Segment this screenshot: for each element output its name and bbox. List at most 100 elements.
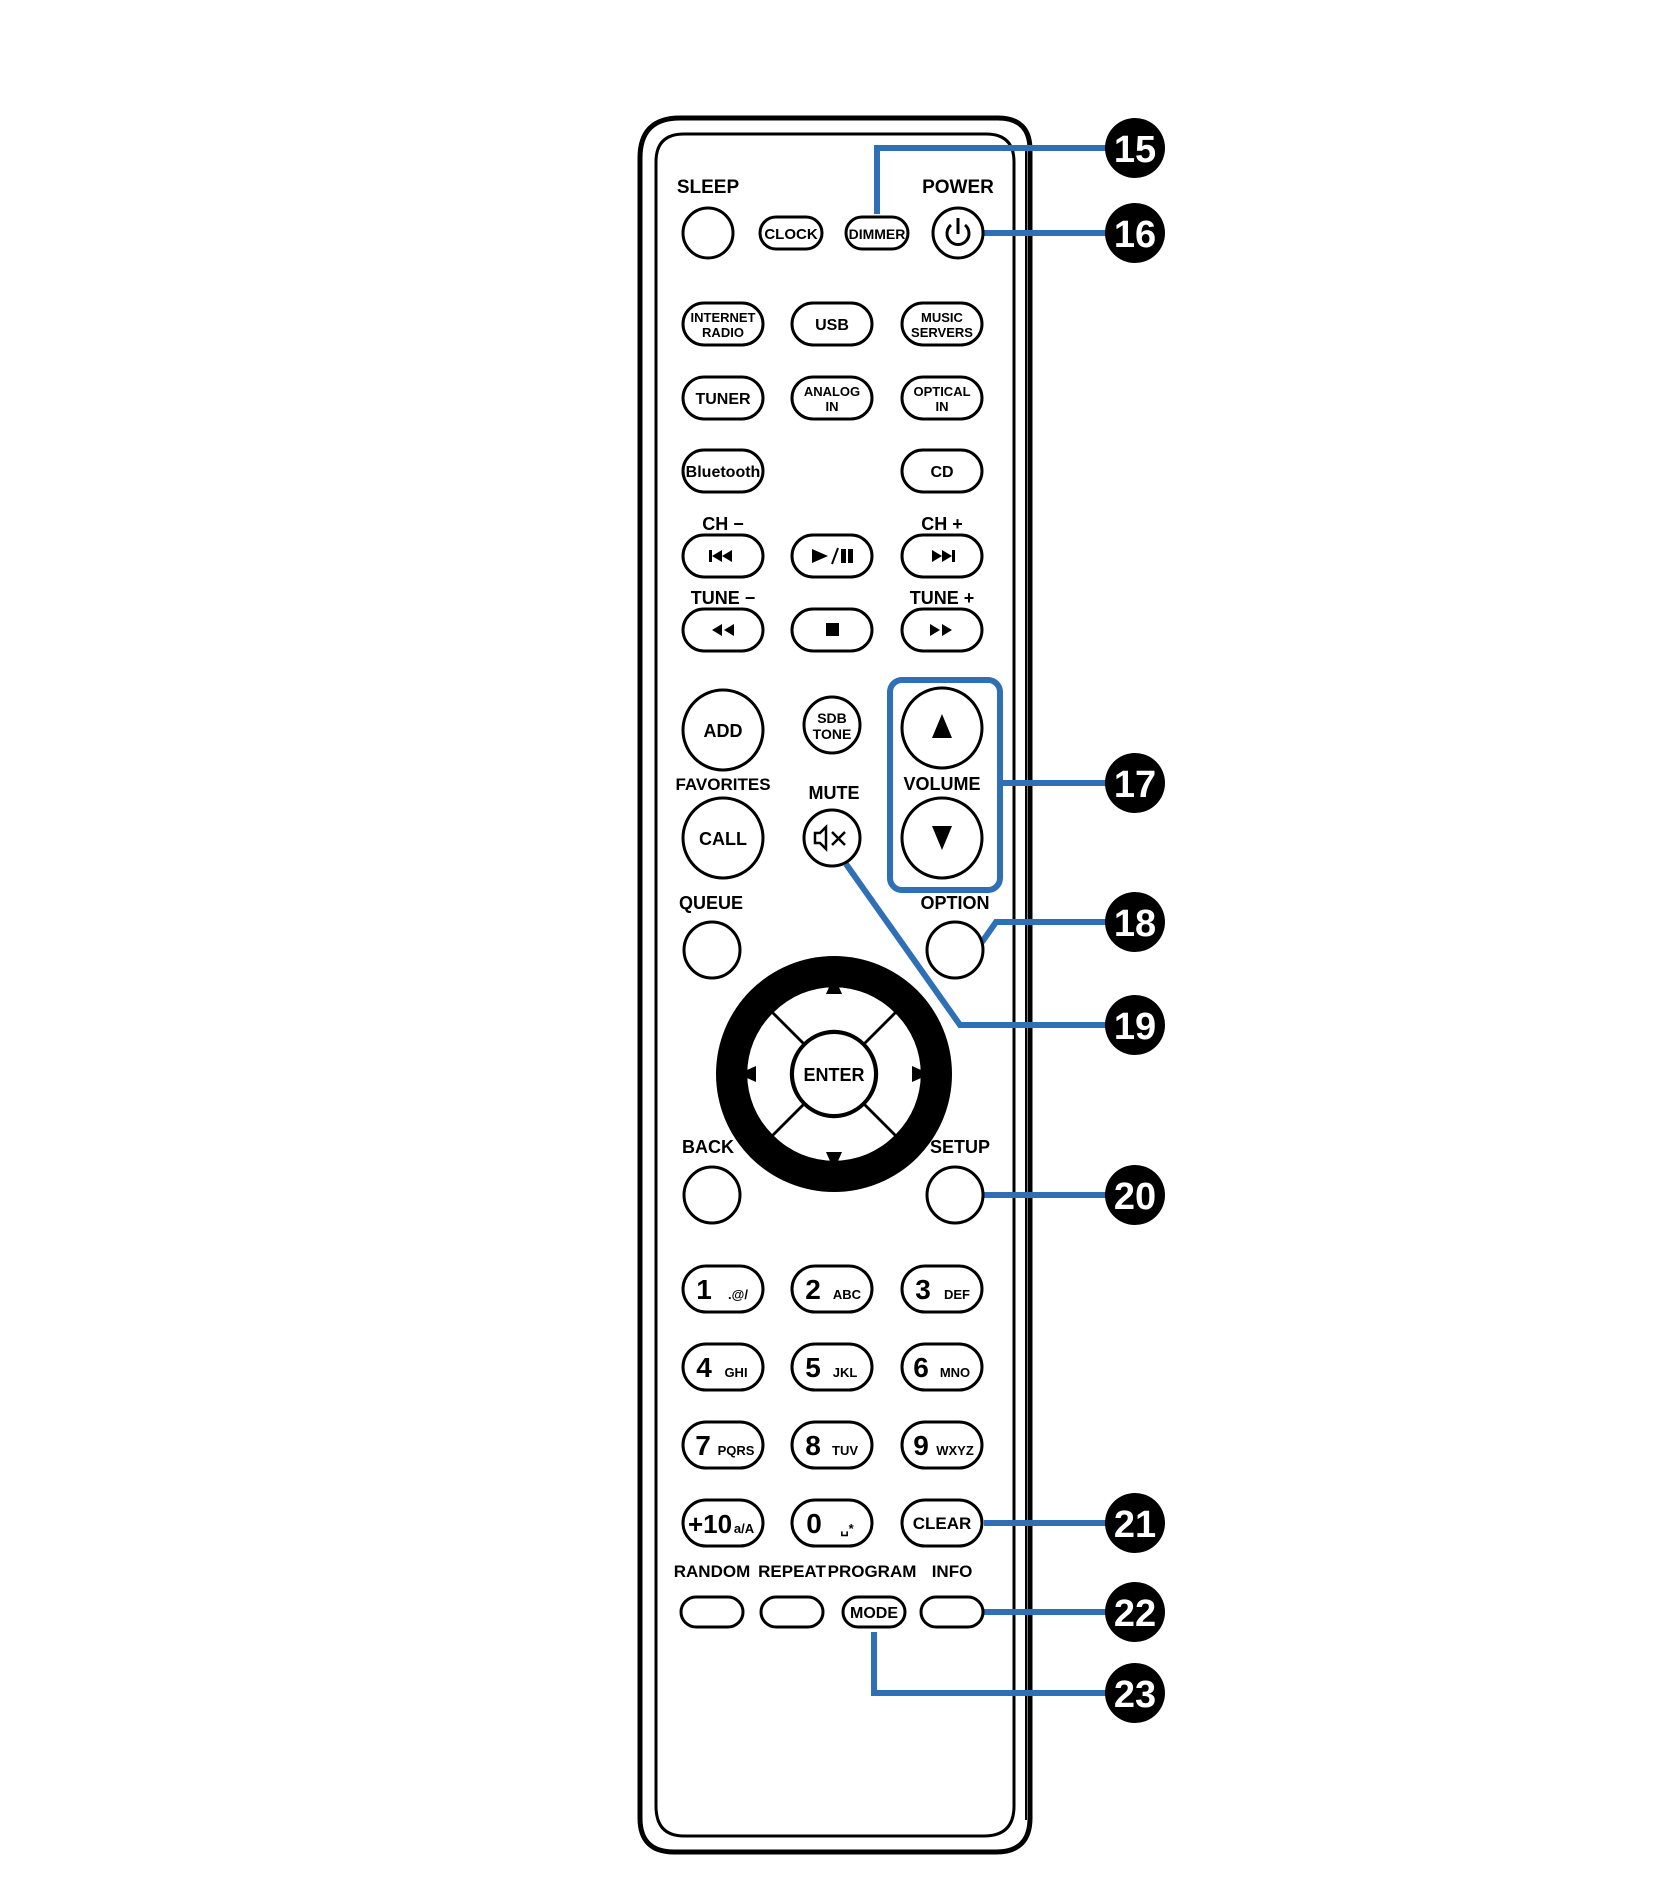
keypad-key-letters: ␣* bbox=[840, 1521, 854, 1537]
cursor-left-button[interactable] bbox=[747, 1014, 802, 1134]
call-label: CALL bbox=[699, 829, 747, 849]
sdb-tone-button[interactable] bbox=[802, 695, 862, 755]
enter-button[interactable] bbox=[794, 1034, 874, 1114]
keypad-key[interactable]: 9 WXYZ bbox=[900, 1420, 984, 1470]
option-button[interactable] bbox=[925, 920, 985, 980]
music-servers-label-line2: SERVERS bbox=[911, 325, 973, 340]
bluetooth-button[interactable] bbox=[681, 448, 765, 494]
repeat-label: REPEAT bbox=[758, 1562, 826, 1581]
keypad-key-letters: TUV bbox=[832, 1443, 858, 1458]
dimmer-button[interactable] bbox=[844, 215, 910, 251]
add-button[interactable] bbox=[681, 688, 765, 772]
repeat-button[interactable] bbox=[759, 1595, 825, 1629]
internet-radio-label-line1: INTERNET bbox=[691, 310, 756, 325]
power-label: POWER bbox=[922, 177, 994, 198]
clear-button[interactable]: CLEAR bbox=[900, 1498, 984, 1548]
mute-label: MUTE bbox=[809, 783, 860, 803]
callout-badge-21 bbox=[1105, 1493, 1165, 1553]
keypad-key-digit: 3 bbox=[915, 1274, 931, 1305]
callout-number-15: 15 bbox=[1114, 129, 1156, 171]
enter-label: ENTER bbox=[803, 1065, 864, 1085]
keypad-key-digit: 2 bbox=[805, 1274, 821, 1305]
callout-badges: 15 16 17 18 19 20 21 22 23 bbox=[1105, 118, 1165, 1723]
tune-minus-label: TUNE − bbox=[691, 588, 756, 608]
favorites-label: FAVORITES bbox=[675, 775, 770, 794]
tune-plus-label: TUNE + bbox=[910, 588, 975, 608]
sleep-label: SLEEP bbox=[677, 177, 740, 198]
usb-button[interactable] bbox=[790, 301, 874, 347]
cursor-up-button[interactable] bbox=[774, 987, 894, 1042]
music-servers-label-line1: MUSIC bbox=[921, 310, 964, 325]
bluetooth-label: Bluetooth bbox=[686, 464, 761, 481]
callout-line-19 bbox=[843, 862, 1110, 1028]
back-button[interactable] bbox=[682, 1165, 742, 1225]
keypad-key[interactable]: 1 .@/ bbox=[681, 1264, 765, 1314]
source-buttons: INTERNET RADIO USB MUSIC SERVERS TUNER A… bbox=[681, 301, 984, 494]
random-button[interactable] bbox=[679, 1595, 745, 1629]
keypad-key[interactable]: 7 PQRS bbox=[681, 1420, 765, 1470]
callout-badge-17 bbox=[1105, 753, 1165, 813]
fast-forward-icon bbox=[930, 624, 952, 636]
tuner-button[interactable] bbox=[681, 375, 765, 421]
setup-button[interactable] bbox=[925, 1165, 985, 1225]
skip-next-icon bbox=[932, 550, 955, 562]
mode-label: MODE bbox=[850, 1605, 898, 1622]
cursor-down-button[interactable] bbox=[774, 1106, 894, 1161]
music-servers-button[interactable] bbox=[900, 301, 984, 347]
keypad-key[interactable]: 0 ␣* bbox=[790, 1498, 874, 1548]
ch-plus-label: CH + bbox=[921, 514, 963, 534]
callout-number-22: 22 bbox=[1114, 1593, 1156, 1635]
middle-section: ADD SDB TONE VOLUME FAVORITES CALL MUTE … bbox=[675, 686, 990, 1225]
keypad-key[interactable]: 3 DEF bbox=[900, 1264, 984, 1314]
callout-badge-16 bbox=[1105, 203, 1165, 263]
back-label: BACK bbox=[682, 1137, 734, 1157]
keypad-key[interactable]: 6 MNO bbox=[900, 1342, 984, 1392]
volume-label: VOLUME bbox=[903, 774, 980, 794]
keypad-key[interactable]: 5 JKL bbox=[790, 1342, 874, 1392]
cd-label: CD bbox=[930, 464, 953, 481]
clock-button[interactable] bbox=[758, 215, 824, 251]
program-mode-button[interactable] bbox=[841, 1595, 907, 1629]
usb-label: USB bbox=[815, 317, 849, 334]
analog-in-label-line1: ANALOG bbox=[804, 384, 860, 399]
queue-label: QUEUE bbox=[679, 893, 743, 913]
keypad-key-digit: 0 bbox=[806, 1508, 822, 1539]
optical-in-label-line1: OPTICAL bbox=[913, 384, 970, 399]
callout-badge-23 bbox=[1105, 1663, 1165, 1723]
cd-button[interactable] bbox=[900, 448, 984, 494]
analog-in-button[interactable] bbox=[790, 375, 874, 421]
keypad-key-letters: MNO bbox=[940, 1365, 970, 1380]
play-pause-button[interactable] bbox=[790, 533, 874, 579]
arrow-right-icon bbox=[912, 1066, 930, 1082]
keypad-key-digit: 9 bbox=[913, 1430, 929, 1461]
queue-button[interactable] bbox=[682, 920, 742, 980]
callout-badge-18 bbox=[1105, 892, 1165, 952]
callout-number-21: 21 bbox=[1114, 1504, 1156, 1546]
keypad-key[interactable]: +10 a/A bbox=[681, 1498, 765, 1548]
rewind-button[interactable] bbox=[681, 607, 765, 653]
cursor-right-button[interactable] bbox=[866, 1014, 921, 1134]
callout-number-18: 18 bbox=[1114, 903, 1156, 945]
bottom-row: RANDOM REPEAT PROGRAM INFO MODE bbox=[674, 1562, 985, 1629]
sleep-button[interactable] bbox=[681, 206, 735, 260]
callout-badge-20 bbox=[1105, 1165, 1165, 1225]
keypad-key-digit: 6 bbox=[913, 1352, 929, 1383]
mute-button[interactable] bbox=[802, 808, 862, 868]
keypad-key[interactable]: 4 GHI bbox=[681, 1342, 765, 1392]
keypad-key[interactable]: 2 ABC bbox=[790, 1264, 874, 1314]
info-label: INFO bbox=[932, 1562, 973, 1581]
keypad-key-letters: ABC bbox=[833, 1287, 862, 1302]
optical-in-button[interactable] bbox=[900, 375, 984, 421]
mute-icon bbox=[813, 823, 846, 853]
callout-line-23 bbox=[871, 1632, 1110, 1696]
cursor-pad: ENTER bbox=[716, 956, 952, 1192]
program-label: PROGRAM bbox=[828, 1562, 917, 1581]
keypad-key-digit: 7 bbox=[695, 1430, 711, 1461]
call-button[interactable] bbox=[681, 796, 765, 880]
random-label: RANDOM bbox=[674, 1562, 751, 1581]
keypad-key[interactable]: 8 TUV bbox=[790, 1420, 874, 1470]
internet-radio-button[interactable] bbox=[681, 301, 765, 347]
info-button[interactable] bbox=[919, 1595, 985, 1629]
